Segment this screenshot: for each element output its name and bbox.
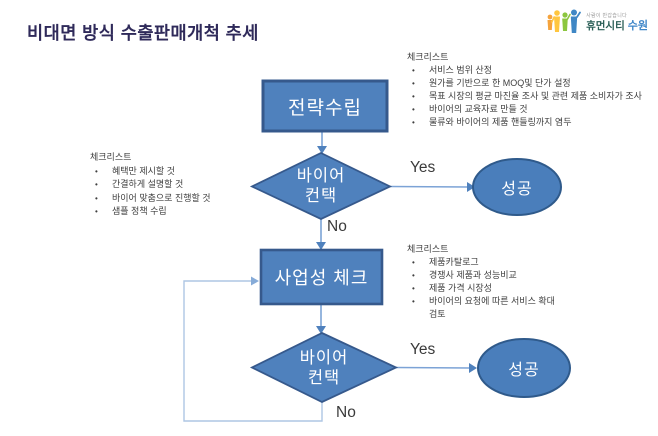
bullet-icon: • <box>412 271 415 280</box>
checklist-title: 체크리스트 <box>407 52 449 62</box>
checklist-business: 체크리스트 • 제품카탈로그 • 경쟁사 제품과 성능비교 • 제품 가격 시장… <box>407 243 559 321</box>
success2-label: 성공 <box>508 362 540 379</box>
decision2-label: 바이어 컨택 <box>252 333 396 402</box>
bullet-icon: • <box>95 193 98 203</box>
list-item: • 원가를 기반으로 한 MOQ및 단가 설정 <box>407 77 642 90</box>
decision2-line1: 바이어 <box>299 348 349 367</box>
checklist-title: 체크리스트 <box>90 152 132 162</box>
bullet-icon: • <box>95 180 98 189</box>
connector-decision1-to-success1 <box>389 185 469 188</box>
connector-decision2-to-success2 <box>395 366 471 369</box>
list-item: • 바이어 맞춤으로 진행할 것 <box>90 192 265 206</box>
arrowhead-down-3 <box>316 326 326 334</box>
decision1-line1: 바이어 <box>296 167 346 185</box>
checklist-contact: 체크리스트 • 혜택만 제시할 것 • 간결하게 설명할 것 • 바이어 맞춤으… <box>90 151 265 219</box>
list-item: • 물류와 바이어의 제품 핸들링까지 염두 <box>407 116 642 129</box>
arrowhead-down-2 <box>316 242 326 250</box>
list-item: • 제품카탈로그 <box>407 256 559 269</box>
logo-tagline: 사람이 반갑습니다 <box>586 13 627 20</box>
decision1-line2: 컨택 <box>304 187 338 205</box>
list-item: • 혜택만 제시할 것 <box>90 165 265 179</box>
logo-city-text: 수원 <box>627 19 648 32</box>
list-item: • 샘플 정책 수립 <box>90 205 265 219</box>
list-item: • 경쟁사 제품과 성능비교 <box>407 269 559 282</box>
bullet-icon: • <box>412 297 415 306</box>
bullet-icon: • <box>95 207 98 216</box>
list-item: • 서비스 범위 산정 <box>407 64 642 77</box>
bullet-icon: • <box>412 79 415 88</box>
list-item: • 제품 가격 시장성 <box>407 282 559 295</box>
suwon-logo: 사람이 반갑습니다 휴먼시티 수원 <box>546 8 648 39</box>
bullet-icon: • <box>412 66 415 75</box>
strategy-box-shape <box>261 79 389 133</box>
list-item: • 바이어의 교육자료 만들 것 <box>407 103 642 116</box>
decision2-diamond-shape <box>249 332 399 403</box>
logo-brand-text: 휴먼시티 <box>586 19 625 32</box>
bizcheck-box-shape <box>259 248 384 306</box>
strategy-box-label: 전략수립 <box>288 97 362 119</box>
list-item: • 목표 시장의 평균 마진율 조사 및 관련 제품 소비자가 조사 <box>407 90 642 103</box>
checklist-title: 체크리스트 <box>407 244 449 254</box>
connector-loop-no-back-to-bizcheck <box>183 280 323 422</box>
yes-label-1: Yes <box>410 159 436 176</box>
page-title: 비대면 방식 수출판매개척 추세 <box>27 23 259 43</box>
bullet-icon: • <box>95 166 98 176</box>
bullet-icon: • <box>412 258 415 267</box>
success1-ellipse-shape <box>472 158 562 216</box>
success1-label: 성공 <box>501 181 533 198</box>
decision1-diamond-shape <box>249 151 393 220</box>
no-label-1: No <box>327 218 347 235</box>
bullet-icon: • <box>412 118 415 127</box>
arrowhead-right-1 <box>467 182 475 192</box>
bullet-icon: • <box>412 92 415 101</box>
list-item: • 바이어의 요청에 따른 서비스 확대 검토 <box>407 295 559 321</box>
arrowhead-down-1 <box>317 146 327 154</box>
checklist-strategy: 체크리스트 • 서비스 범위 산정 • 원가를 기반으로 한 MOQ및 단가 설… <box>407 51 642 129</box>
arrowhead-loop <box>251 276 259 286</box>
success2-ellipse-shape <box>477 338 571 398</box>
list-item: • 간결하게 설명할 것 <box>90 178 265 192</box>
yes-label-2: Yes <box>410 341 436 358</box>
people-icon <box>546 8 582 39</box>
arrowhead-right-2 <box>469 363 477 373</box>
bizcheck-box-label: 사업성 체크 <box>274 268 369 288</box>
bullet-icon: • <box>412 105 415 114</box>
decision1-label: 바이어 컨택 <box>252 153 390 219</box>
no-label-2: No <box>336 404 356 421</box>
decision2-line2: 컨택 <box>307 368 341 387</box>
bullet-icon: • <box>412 284 415 293</box>
